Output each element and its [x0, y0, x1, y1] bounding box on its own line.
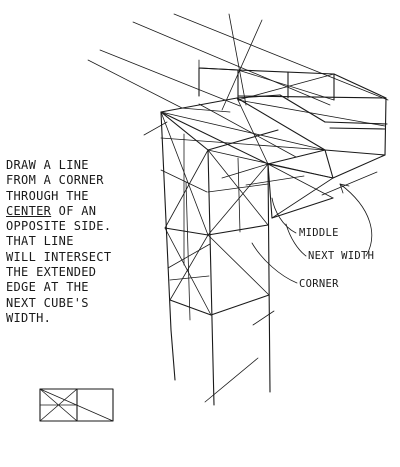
next-width-leader	[285, 223, 307, 257]
top-face	[160, 94, 388, 165]
note-line: opposite side.	[6, 219, 112, 234]
note-line: That line	[6, 234, 74, 249]
middle-leader	[271, 197, 297, 234]
corner-label: Corner	[299, 278, 339, 290]
arrowhead	[339, 183, 350, 194]
next-width-label: Next width	[308, 250, 375, 262]
right-cube-row	[160, 137, 386, 219]
note-line: the extended	[6, 265, 97, 280]
note-line: edge at the	[6, 280, 89, 295]
note-line: center of an	[6, 203, 97, 218]
note-line: width.	[6, 310, 52, 325]
note-line: next cube's	[6, 295, 89, 310]
note-line: Draw a line	[6, 158, 89, 172]
note-line: through the	[6, 188, 89, 203]
corner-leader	[251, 242, 298, 284]
vertical-cube-column	[160, 111, 271, 406]
next-width-arrow-curve	[339, 183, 373, 257]
thumbnail-diagram	[39, 388, 114, 422]
back-cube-row	[198, 67, 387, 156]
middle-label: Middle	[299, 227, 339, 239]
note-line: will intersect	[6, 249, 112, 264]
instruction-note: Draw a line from a corner through the ce…	[6, 158, 176, 326]
center-emphasis: center	[6, 203, 52, 218]
note-line: from a corner	[6, 173, 104, 188]
label-leaders	[251, 183, 373, 284]
